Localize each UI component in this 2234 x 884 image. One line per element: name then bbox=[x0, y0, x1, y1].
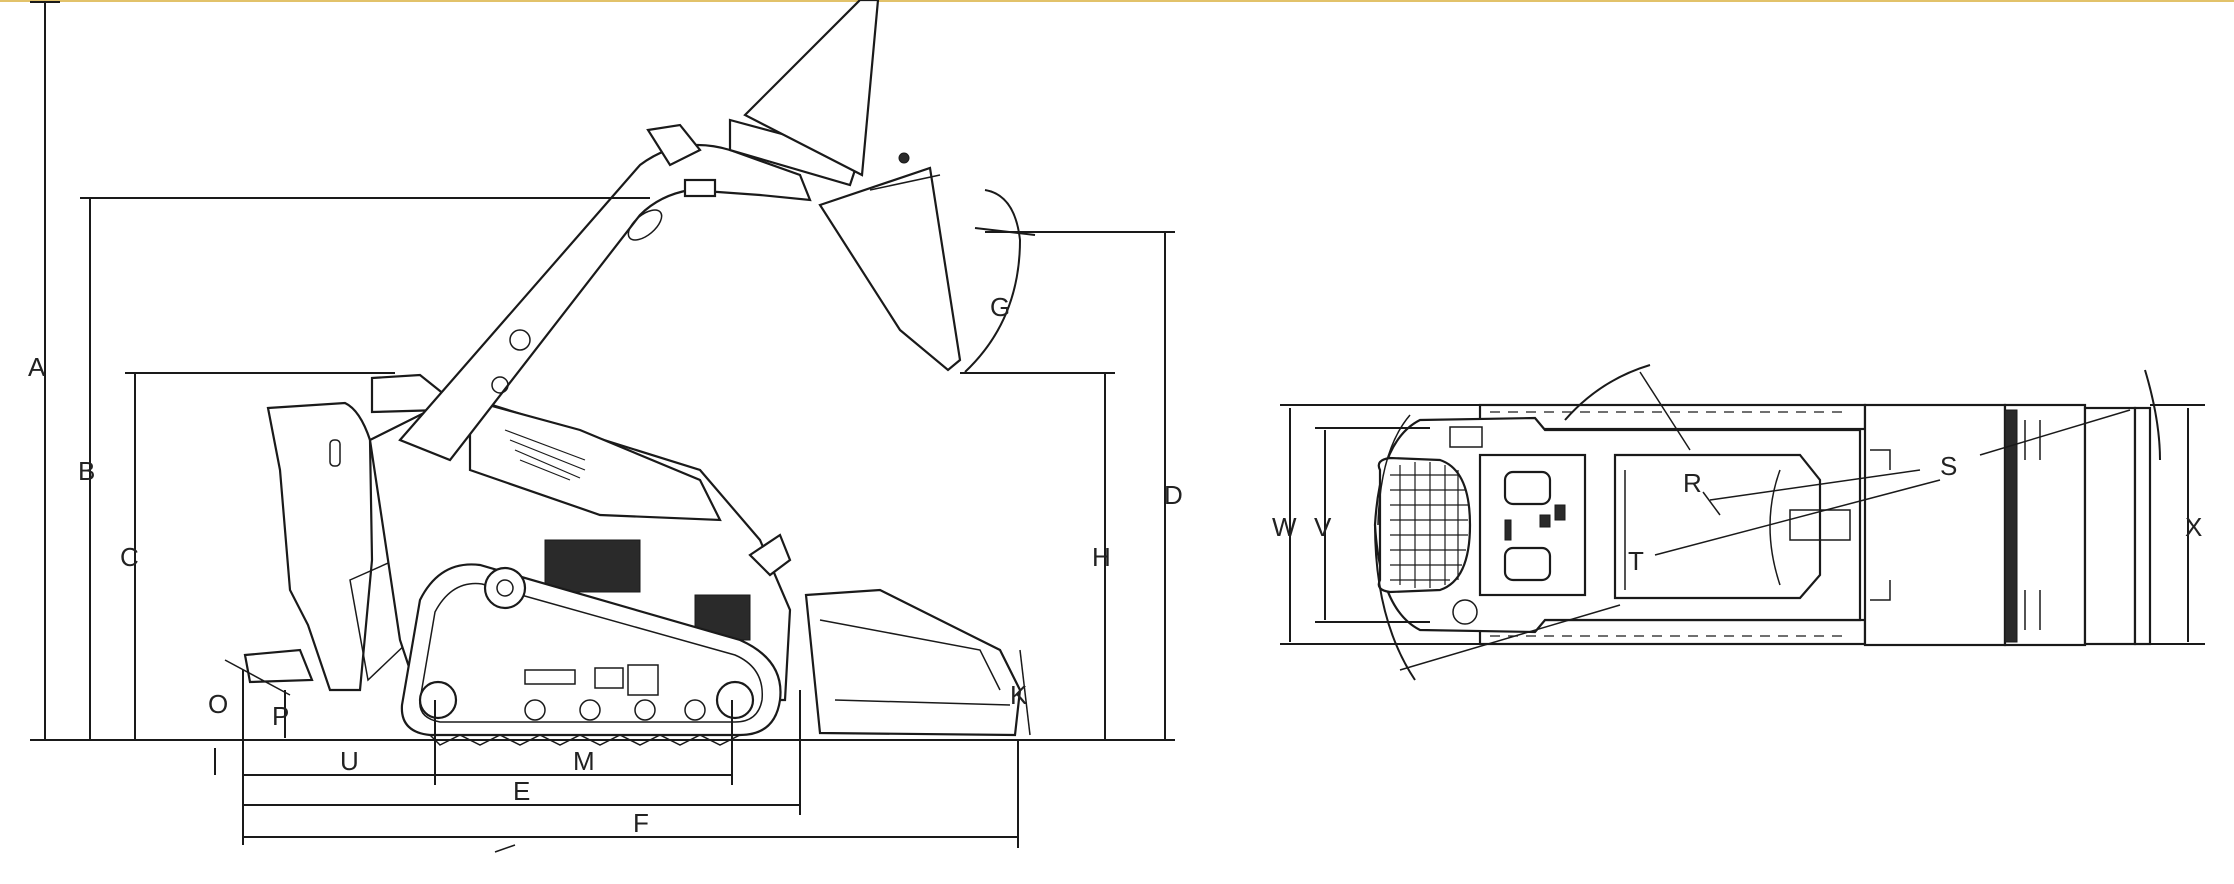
label-a: A bbox=[28, 352, 46, 382]
top-rule bbox=[0, 0, 2234, 2]
label-w: W bbox=[1272, 512, 1297, 542]
label-m: M bbox=[573, 746, 595, 776]
label-b: B bbox=[78, 456, 95, 486]
machine-top-body bbox=[1373, 403, 2152, 647]
label-s: S bbox=[1940, 451, 1957, 481]
label-e: E bbox=[513, 776, 530, 806]
label-r: R bbox=[1683, 468, 1702, 498]
side-labels: A B C D E F G H K M O P U bbox=[28, 292, 1183, 838]
label-t: T bbox=[1628, 546, 1644, 576]
label-p: P bbox=[272, 701, 289, 731]
label-h: H bbox=[1092, 542, 1111, 572]
label-f: F bbox=[633, 808, 649, 838]
rear-grid bbox=[1377, 456, 1472, 594]
label-u: U bbox=[340, 746, 359, 776]
lowered-bucket bbox=[748, 533, 1022, 737]
track bbox=[400, 563, 782, 746]
side-vent bbox=[544, 539, 641, 593]
side-view: A B C D E F G H K M O P U bbox=[28, 0, 1183, 853]
dimension-lines-top bbox=[1280, 364, 2205, 681]
engine-grille bbox=[504, 429, 586, 481]
lift-arm bbox=[398, 118, 862, 462]
top-view: R S T V W X bbox=[1272, 364, 2205, 681]
label-d: D bbox=[1164, 480, 1183, 510]
dimension-lines-side bbox=[30, 1, 1175, 853]
label-o: O bbox=[208, 689, 228, 719]
label-v: V bbox=[1314, 512, 1332, 542]
label-g: G bbox=[990, 292, 1010, 322]
label-k: K bbox=[1010, 680, 1028, 710]
label-x: X bbox=[2185, 512, 2202, 542]
raised-bucket bbox=[743, 0, 962, 372]
label-c: C bbox=[120, 542, 139, 572]
machine-side-body bbox=[243, 0, 1022, 746]
top-labels: R S T V W X bbox=[1272, 451, 2202, 576]
